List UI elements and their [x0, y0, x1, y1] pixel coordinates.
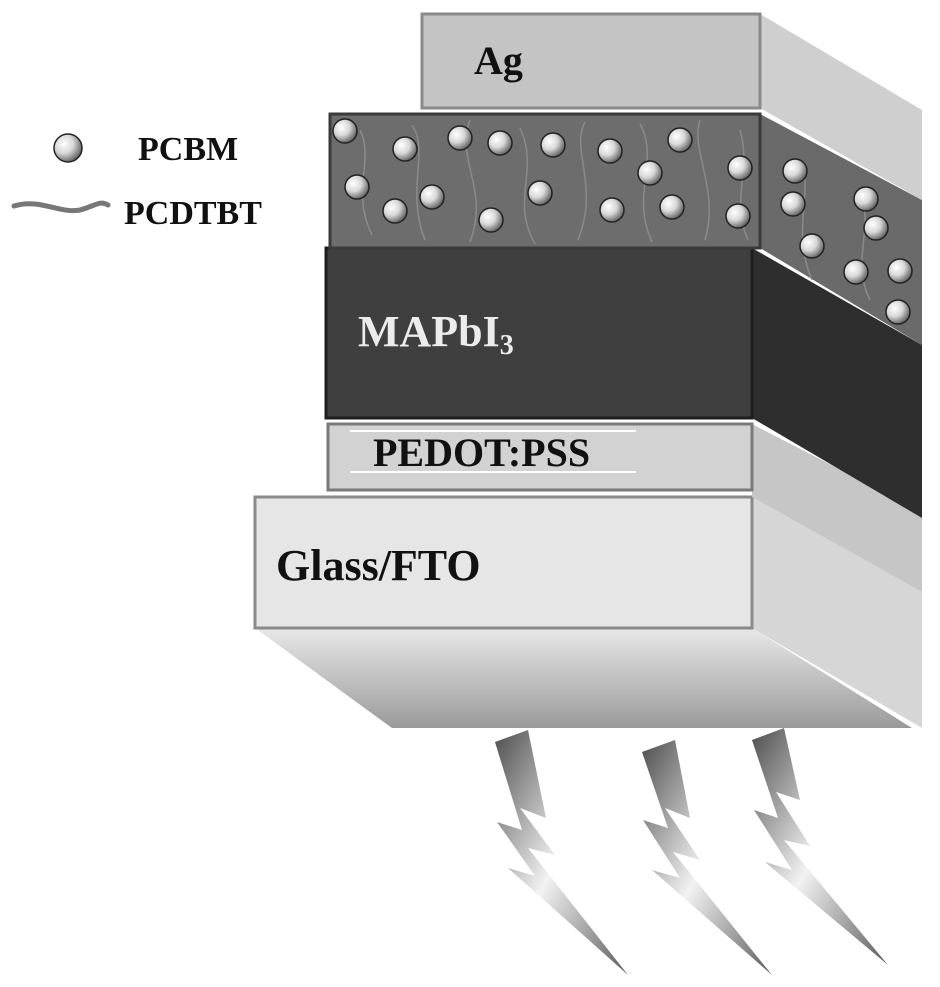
substrate-label: Glass/FTO	[276, 541, 481, 590]
pcbm-sphere	[638, 161, 662, 185]
sphere-icon	[54, 134, 82, 162]
pcbm-sphere	[660, 195, 684, 219]
pcbm-sphere	[333, 119, 357, 143]
pcbm-sphere	[541, 133, 565, 157]
pcbm-sphere	[844, 260, 868, 284]
legend-label-pcbm: PCBM	[138, 131, 238, 168]
pcbm-sphere	[598, 139, 622, 163]
pcbm-sphere	[886, 300, 910, 324]
legend-label-pcdtbt: PCDTBT	[124, 195, 262, 232]
pcbm-sphere	[888, 259, 912, 283]
pcbm-sphere	[448, 126, 472, 150]
pcbm-sphere	[479, 208, 503, 232]
polymer-chain-icon	[14, 203, 108, 211]
incident-light	[495, 728, 888, 975]
perovskite-label-subscript: 3	[500, 330, 514, 361]
lightning-bolt-icon	[752, 728, 888, 965]
lightning-bolt-icon	[642, 740, 772, 975]
perovskite-label-main: MAPbI	[358, 307, 500, 356]
pcbm-sphere	[420, 185, 444, 209]
active-front-face	[330, 114, 760, 248]
pedot-label: PEDOT:PSS	[373, 430, 590, 475]
pcbm-sphere	[854, 187, 878, 211]
pcbm-sphere	[528, 181, 552, 205]
perovskite-label: MAPbI3	[358, 307, 514, 361]
pcbm-sphere	[668, 128, 692, 152]
pcbm-sphere	[864, 216, 888, 240]
pcbm-sphere	[600, 198, 624, 222]
legend: PCBM PCDTBT	[14, 131, 262, 232]
pcbm-sphere	[383, 199, 407, 223]
pcbm-sphere	[345, 175, 369, 199]
pcbm-sphere	[781, 192, 805, 216]
ag-label: Ag	[474, 38, 523, 83]
lightning-bolt-icon	[495, 730, 628, 975]
pcbm-sphere	[393, 137, 417, 161]
pcbm-sphere	[726, 204, 750, 228]
ag-front-face	[422, 14, 760, 108]
pcbm-sphere	[728, 156, 752, 180]
pcbm-sphere	[488, 131, 512, 155]
pcbm-sphere	[800, 234, 824, 258]
pcbm-sphere	[783, 159, 807, 183]
